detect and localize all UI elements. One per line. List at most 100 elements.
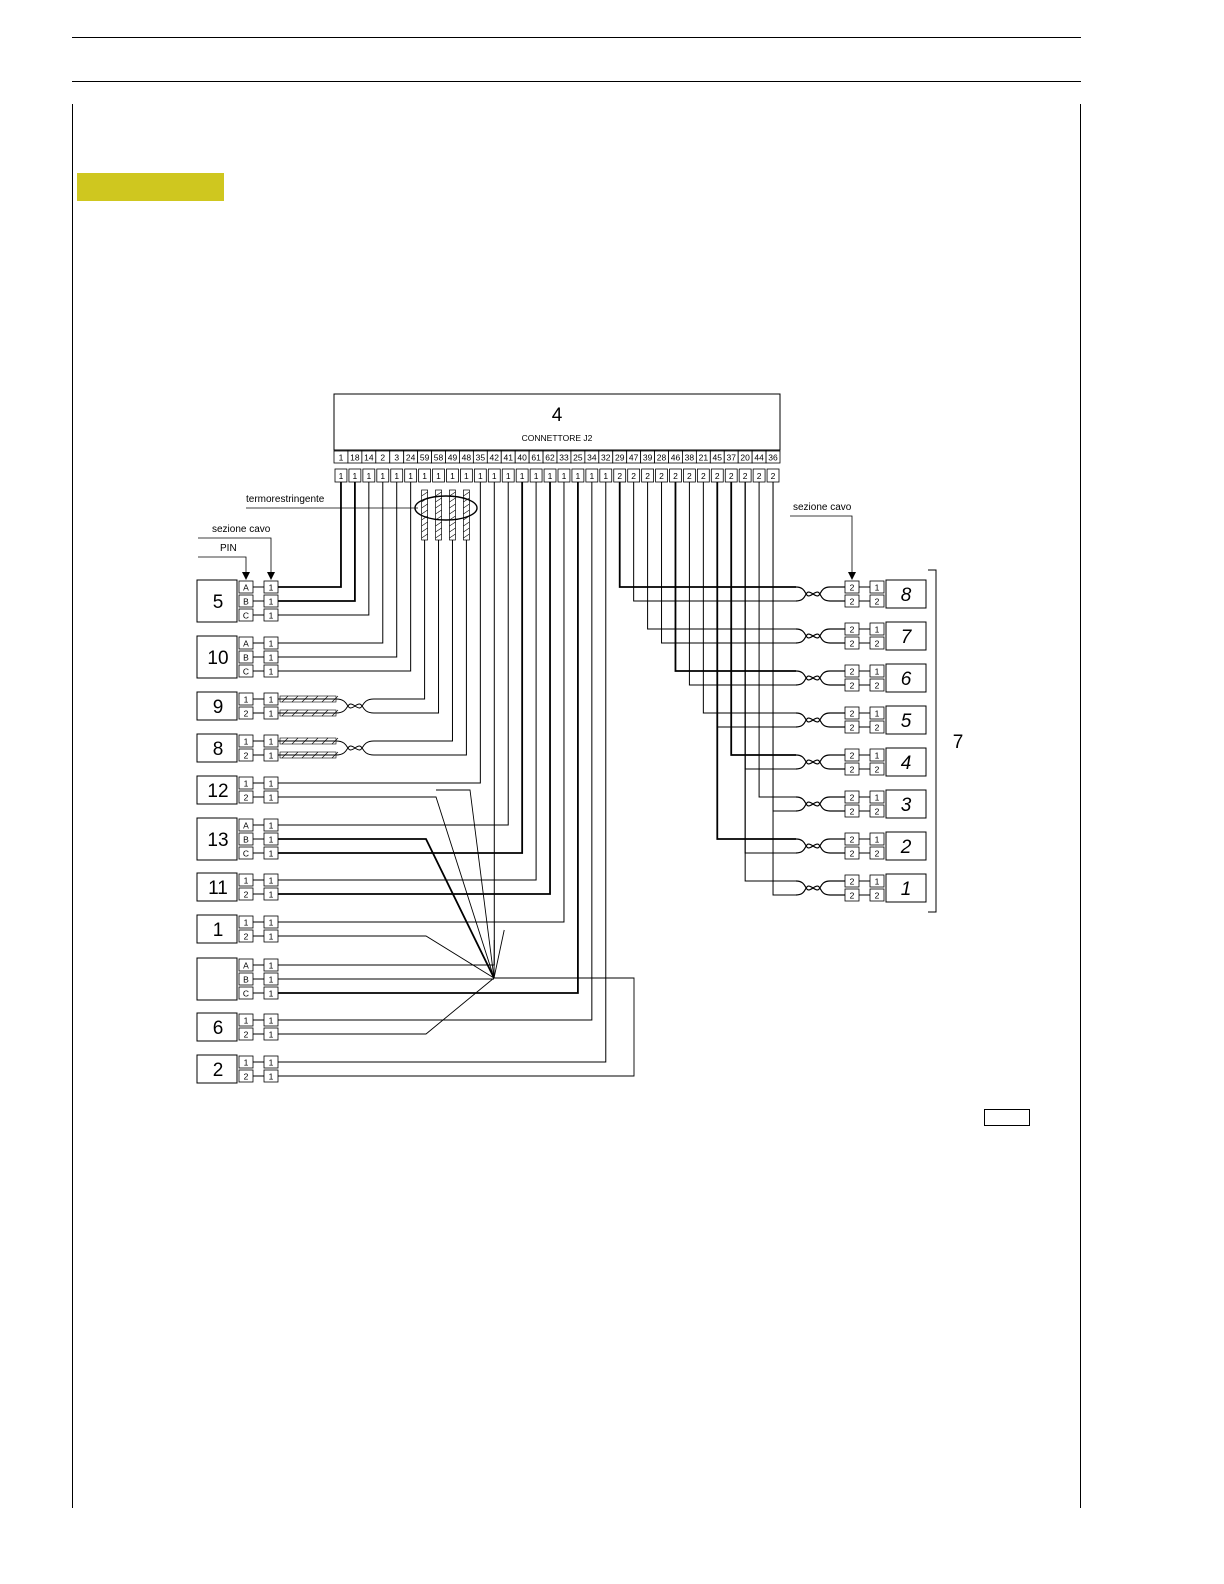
shield-hatch bbox=[331, 695, 339, 703]
connector-pin-number: 58 bbox=[434, 453, 444, 463]
left-pin-label: B bbox=[243, 835, 249, 845]
left-wire-section: 1 bbox=[269, 1030, 274, 1040]
left-wire-section: 1 bbox=[269, 975, 274, 985]
shield-hatch bbox=[435, 533, 442, 539]
shield-hatch bbox=[463, 491, 470, 497]
connector-section-cell bbox=[669, 468, 682, 483]
right-pin-label: 1 bbox=[875, 835, 880, 845]
right-component-box bbox=[885, 747, 927, 777]
left-pin-label: 1 bbox=[244, 737, 249, 747]
connector-pin-number: 39 bbox=[643, 453, 653, 463]
wire bbox=[278, 977, 495, 1035]
shield-sleeve bbox=[435, 489, 442, 541]
connector-pin-number: 41 bbox=[503, 453, 513, 463]
connector-section-cell bbox=[738, 468, 752, 483]
right-pin-label: 1 bbox=[875, 793, 880, 803]
connector-section-cell bbox=[655, 468, 668, 483]
wire bbox=[618, 482, 796, 588]
left-wire-section: 1 bbox=[269, 737, 274, 747]
shield-hatch bbox=[421, 491, 428, 497]
connector-pin-number: 32 bbox=[601, 453, 611, 463]
connector-wire-section: 2 bbox=[701, 471, 706, 481]
right-component-box bbox=[885, 705, 927, 735]
connector-pin-number: 45 bbox=[713, 453, 723, 463]
shield-hatch bbox=[435, 521, 442, 527]
twist bbox=[795, 712, 831, 728]
right-component-box bbox=[885, 621, 927, 651]
shield-hatch bbox=[291, 737, 299, 745]
right-wire-section: 2 bbox=[850, 625, 855, 635]
connector-section-cell bbox=[432, 468, 445, 483]
shield-hatch bbox=[449, 533, 456, 539]
shield-hatch bbox=[321, 709, 329, 717]
shield-hatch bbox=[463, 533, 470, 539]
left-component-box bbox=[196, 1054, 238, 1084]
shield-hatch bbox=[421, 521, 428, 527]
shield-hatch bbox=[449, 521, 456, 527]
shield-sleeve bbox=[279, 751, 337, 759]
right-pin-cell bbox=[869, 832, 885, 846]
shield-hatch bbox=[435, 515, 442, 521]
connector-section-cell bbox=[404, 468, 418, 483]
left-section-cell bbox=[263, 608, 279, 622]
connector-section-cell bbox=[501, 468, 515, 483]
right-pin-label: 1 bbox=[875, 709, 880, 719]
shield-hatch bbox=[463, 515, 470, 521]
connector-wire-section: 1 bbox=[492, 471, 497, 481]
left-pin-label: C bbox=[243, 989, 249, 999]
left-wire-section: 1 bbox=[269, 639, 274, 649]
left-pin-label: 1 bbox=[244, 918, 249, 928]
twist bbox=[335, 698, 375, 714]
left-pin-label: 1 bbox=[244, 779, 249, 789]
left-section-cell bbox=[263, 706, 279, 720]
frame-right bbox=[1080, 104, 1081, 1508]
left-section-cell bbox=[263, 832, 279, 846]
shield-hatch bbox=[435, 527, 442, 533]
left-section-cell bbox=[263, 748, 279, 762]
connector-pin-number: 44 bbox=[754, 453, 764, 463]
shield-hatch bbox=[435, 503, 442, 509]
connector-section-cell bbox=[529, 468, 543, 483]
right-component-number: 1 bbox=[901, 879, 912, 900]
wire bbox=[278, 482, 398, 658]
twist bbox=[795, 628, 831, 644]
left-component-box bbox=[196, 957, 238, 1001]
right-pin-label: 1 bbox=[875, 625, 880, 635]
connector-wire-section: 1 bbox=[408, 471, 413, 481]
left-wire-section: 1 bbox=[269, 932, 274, 942]
section-label-left: sezione cavo bbox=[212, 524, 271, 535]
left-section-cell bbox=[263, 650, 279, 664]
left-component-number: 9 bbox=[213, 697, 224, 718]
left-component-number: 2 bbox=[213, 1060, 224, 1081]
shield-hatch bbox=[281, 695, 289, 703]
connector-pin-number: 14 bbox=[364, 453, 374, 463]
shield-hatch bbox=[331, 709, 339, 717]
left-section-cell bbox=[263, 734, 279, 748]
wire bbox=[278, 838, 495, 979]
right-wire-section: 2 bbox=[850, 807, 855, 817]
left-wire-section: 1 bbox=[269, 821, 274, 831]
connector-wire-section: 2 bbox=[687, 471, 692, 481]
shield-hatch bbox=[435, 509, 442, 515]
right-component-number: 8 bbox=[901, 585, 912, 606]
right-wire-section: 2 bbox=[850, 597, 855, 607]
left-section-cell bbox=[263, 929, 279, 943]
pin-label: PIN bbox=[220, 543, 237, 554]
connector-wire-section: 1 bbox=[436, 471, 441, 481]
right-pin-label: 2 bbox=[875, 681, 880, 691]
pin-leader bbox=[198, 556, 247, 576]
connector-section-cell bbox=[543, 468, 557, 483]
shield-hatch bbox=[311, 709, 319, 717]
connector-wire-section: 1 bbox=[353, 471, 358, 481]
left-section-cell bbox=[263, 636, 279, 650]
connector-wire-section: 2 bbox=[729, 471, 734, 481]
left-component-box bbox=[196, 733, 238, 763]
shield-hatch bbox=[301, 751, 309, 759]
connector-pin-number: 34 bbox=[587, 453, 597, 463]
wire bbox=[374, 540, 426, 700]
connector-wire-section: 2 bbox=[645, 471, 650, 481]
frame-left bbox=[72, 104, 73, 1508]
wire bbox=[278, 482, 537, 881]
left-component-number: 13 bbox=[207, 830, 228, 851]
left-wire-section: 1 bbox=[269, 1016, 274, 1026]
